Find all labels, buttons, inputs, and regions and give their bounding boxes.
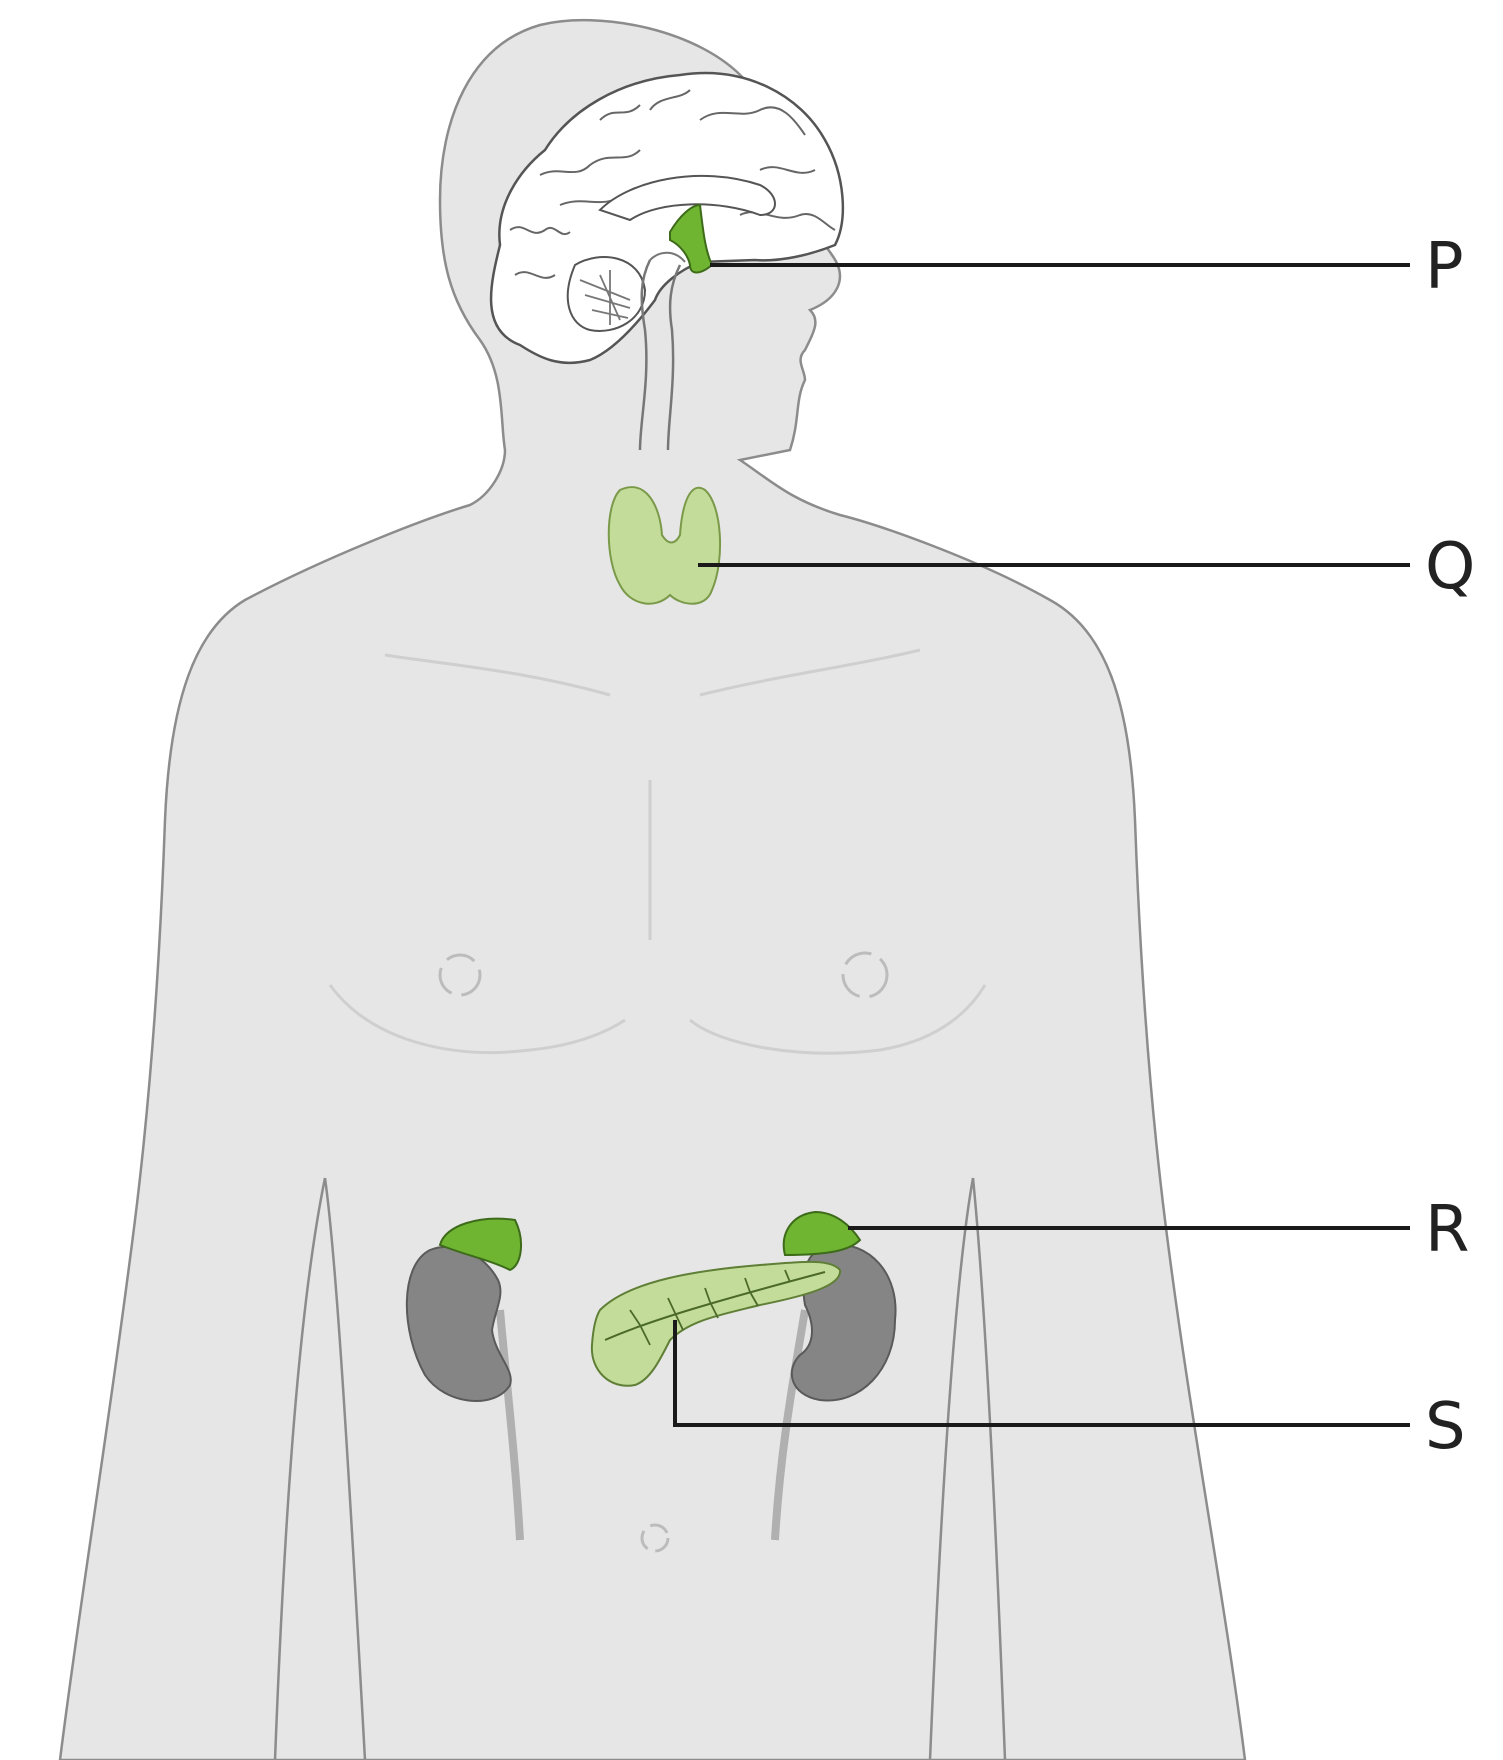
label-r: R xyxy=(1425,1193,1469,1267)
label-q: Q xyxy=(1425,530,1475,604)
label-s: S xyxy=(1425,1390,1466,1464)
label-p: P xyxy=(1425,230,1464,304)
